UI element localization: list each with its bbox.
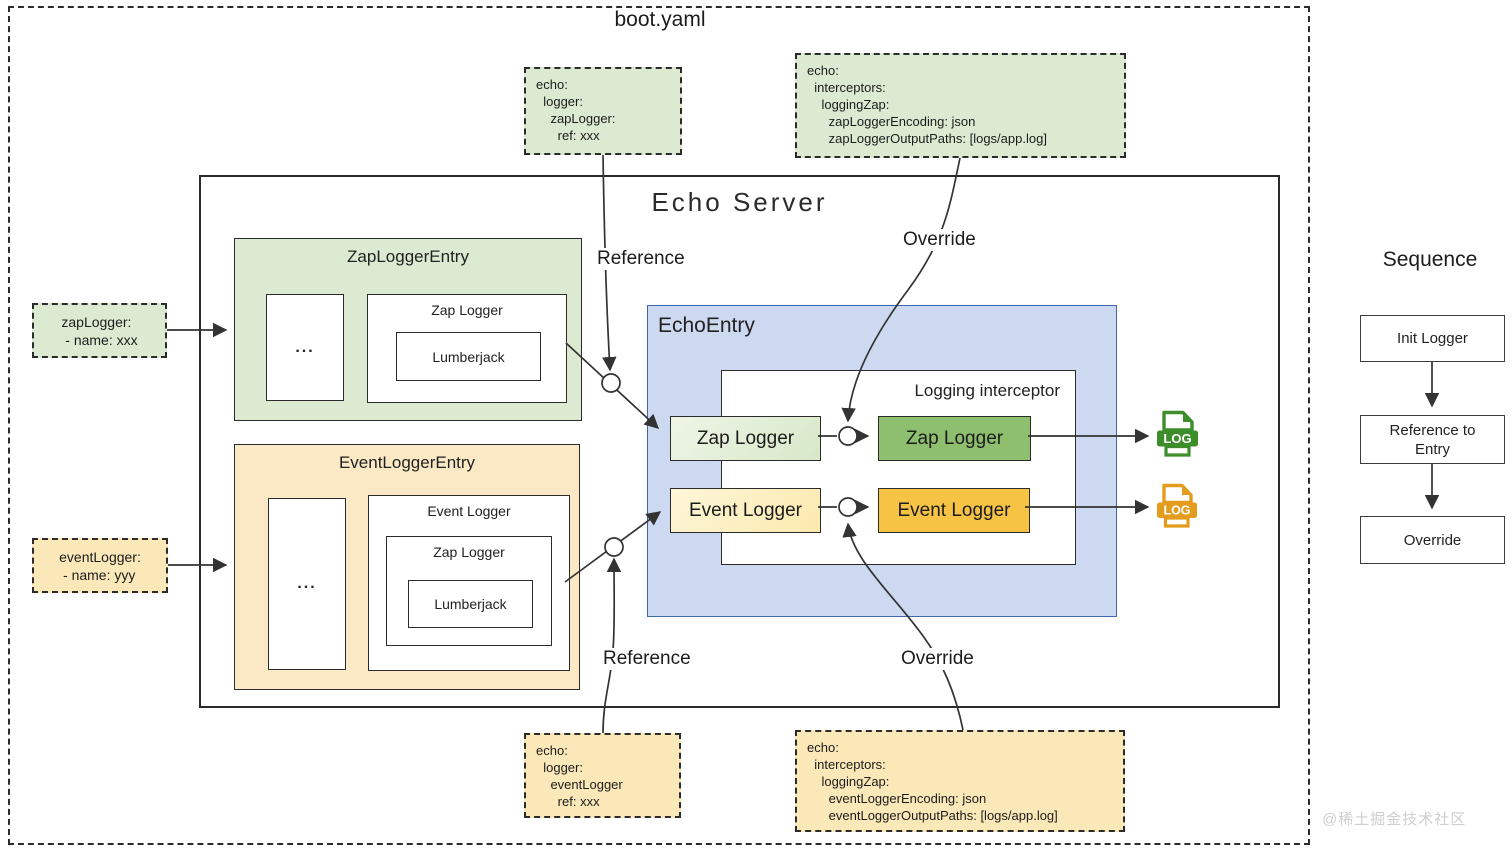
- reference-label-top: Reference: [594, 248, 688, 270]
- yaml-zap-interceptor-snippet: echo: interceptors: loggingZap: zapLogge…: [795, 53, 1126, 158]
- reference-label-bottom: Reference: [600, 648, 694, 670]
- zap-entry-logger-box: Zap Logger Lumberjack: [367, 294, 567, 403]
- echo-zap-logger-final-chip: Zap Logger: [878, 416, 1031, 461]
- event-entry-zap-label: Zap Logger: [433, 544, 505, 560]
- event-logger-name-box: eventLogger: - name: yyy: [32, 538, 168, 593]
- svg-text:LOG: LOG: [1163, 431, 1191, 446]
- echo-entry-box: EchoEntry Logging interceptor Zap Logger…: [647, 305, 1117, 617]
- event-log-file-icon: LOG: [1155, 483, 1199, 534]
- yaml-event-interceptor-snippet: echo: interceptors: loggingZap: eventLog…: [795, 730, 1125, 832]
- watermark-text: @稀土掘金技术社区: [1322, 811, 1467, 828]
- event-entry-placeholder-box: ...: [268, 498, 346, 670]
- override-label-bottom: Override: [898, 648, 977, 670]
- sequence-step-reference-to-entry: Reference to Entry: [1360, 415, 1505, 464]
- yaml-event-logger-ref-snippet: echo: logger: eventLogger ref: xxx: [524, 733, 681, 818]
- echo-server-box: Echo Server ZapLoggerEntry ... Zap Logge…: [199, 175, 1280, 708]
- zap-logger-name-box: zapLogger: - name: xxx: [32, 303, 167, 358]
- echo-event-logger-final-chip: Event Logger: [878, 488, 1030, 533]
- sequence-title: Sequence: [1382, 248, 1478, 271]
- zap-logger-entry: ZapLoggerEntry ... Zap Logger Lumberjack: [234, 238, 582, 421]
- event-entry-zap-box: Zap Logger Lumberjack: [386, 536, 552, 646]
- yaml-zap-logger-ref-snippet: echo: logger: zapLogger: ref: xxx: [524, 67, 682, 155]
- event-logger-entry: EventLoggerEntry ... Event Logger Zap Lo…: [234, 444, 580, 690]
- echo-entry-title: EchoEntry: [658, 314, 755, 337]
- logging-interceptor-box: Logging interceptor: [721, 370, 1076, 565]
- zap-entry-placeholder-box: ...: [266, 294, 344, 401]
- event-entry-lumberjack-box: Lumberjack: [408, 580, 533, 628]
- diagram-title: boot.yaml: [614, 8, 706, 31]
- svg-text:LOG: LOG: [1163, 504, 1190, 518]
- echo-event-logger-chip: Event Logger: [670, 488, 821, 533]
- zap-logger-entry-title: ZapLoggerEntry: [347, 247, 469, 266]
- zap-log-file-icon: LOG: [1155, 410, 1200, 463]
- override-label-top: Override: [900, 229, 979, 251]
- logging-interceptor-title: Logging interceptor: [914, 381, 1060, 400]
- zap-entry-lumberjack-box: Lumberjack: [396, 332, 541, 381]
- event-entry-logger-label: Event Logger: [427, 503, 511, 519]
- event-logger-entry-title: EventLoggerEntry: [338, 453, 476, 472]
- echo-server-title: Echo Server: [651, 187, 828, 217]
- sequence-step-init-logger: Init Logger: [1360, 315, 1505, 362]
- event-entry-logger-box: Event Logger Zap Logger Lumberjack: [368, 495, 570, 671]
- zap-entry-logger-label: Zap Logger: [431, 302, 503, 318]
- echo-zap-logger-chip: Zap Logger: [670, 416, 821, 461]
- sequence-step-override: Override: [1360, 516, 1505, 564]
